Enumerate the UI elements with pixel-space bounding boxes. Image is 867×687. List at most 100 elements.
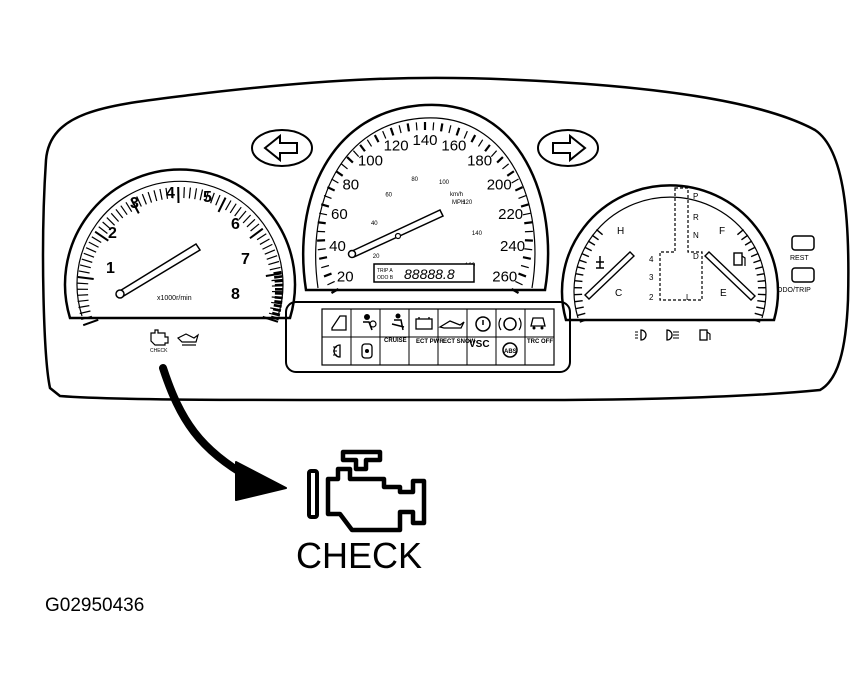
speedo-tick — [406, 123, 411, 132]
speedo-tick — [470, 134, 477, 143]
tachometer: 1 2 3 4 5 6 7 8 x1000r/min CHECK — [63, 168, 297, 354]
tach-tick — [78, 305, 90, 309]
tach-label-7: 7 — [241, 251, 250, 268]
lamp-ect-pwr: ECT PWR — [416, 339, 444, 345]
speedo-tick — [352, 150, 360, 158]
speedo-tick — [511, 178, 519, 184]
speedo-tick — [463, 130, 468, 139]
gear-3: 3 — [649, 273, 654, 282]
abs-lamp-icon: ABS — [502, 342, 518, 358]
tach-tick — [130, 198, 140, 214]
oil-lamp-icon — [438, 320, 465, 329]
tach-tick — [264, 249, 276, 255]
speedo-tick — [455, 127, 461, 136]
odo-trip-button[interactable]: ODO/TRIP — [777, 267, 815, 294]
speedo-tick — [319, 212, 328, 216]
tach-label-6: 6 — [231, 216, 240, 233]
tachometer-ticks — [76, 186, 283, 327]
odometer-display: TRIP A ODO B 88888.8 — [373, 263, 475, 283]
speedo-kmh-label: 40 — [329, 238, 346, 255]
lamp-ect-snow: ECT SNOW — [443, 339, 476, 345]
right-gauge-tick — [756, 272, 765, 276]
tach-tick — [120, 205, 128, 216]
speedo-kmh-label: 20 — [337, 269, 354, 286]
tach-tick — [115, 208, 124, 219]
tach-label-3: 3 — [130, 195, 139, 212]
low-fuel-icon — [699, 329, 711, 341]
fuel-pump-icon — [733, 252, 746, 266]
tach-label-5: 5 — [203, 189, 212, 206]
battery-lamp-icon — [415, 317, 433, 330]
tach-label-4: 4 — [166, 185, 175, 202]
tach-tick — [194, 188, 198, 200]
speedo-kmh-label: 120 — [384, 137, 409, 154]
right-gauge-tick — [577, 312, 586, 317]
right-gauge-tick — [741, 234, 749, 241]
speedo-tick — [346, 156, 354, 164]
tach-needle — [116, 242, 202, 298]
odo-trip-b-label: ODO B — [377, 275, 394, 281]
speedo-kmh-label: 220 — [498, 206, 523, 223]
brake-lamp-icon — [498, 317, 522, 331]
lamp-trc-off-label: TRC OFF — [527, 339, 553, 345]
speedo-kmh-label: 100 — [358, 153, 383, 170]
speedo-kmh-label: 260 — [492, 269, 517, 286]
odo-trip-button-label: ODO/TRIP — [777, 287, 811, 294]
reset-button[interactable]: REST — [790, 235, 815, 262]
speedo-kmh-label: 140 — [412, 132, 437, 149]
tach-tick — [78, 270, 90, 274]
speedo-mph-label: 140 — [472, 231, 483, 237]
tach-tick — [79, 310, 91, 315]
tach-tick — [141, 193, 147, 205]
speedo-tick — [317, 221, 326, 225]
speedo-tick — [366, 139, 373, 147]
tach-tick — [77, 299, 89, 303]
gear-n: N — [693, 231, 699, 240]
right-gauge-tick — [757, 299, 766, 303]
speedo-tick — [518, 272, 527, 278]
check-engine-lamp-icon: CHECK — [150, 329, 169, 354]
speedo-tick — [522, 212, 531, 216]
check-engine-icon-enlarged: CHECK — [296, 449, 427, 576]
lamp-ect-snow-label: ECT SNOW — [443, 339, 476, 345]
tach-tick — [77, 282, 89, 285]
speedo-kmh-label: 200 — [487, 176, 512, 193]
speedo-tick — [520, 264, 529, 269]
right-gauge-tick — [587, 240, 596, 246]
tach-tick — [215, 194, 221, 206]
tach-tick — [83, 252, 95, 258]
speedo-tick — [490, 150, 498, 158]
speedo-tick — [340, 163, 348, 170]
gear-4: 4 — [649, 255, 654, 264]
right-gauge-tick — [756, 306, 765, 310]
right-turn-indicator-icon — [537, 129, 599, 167]
speedo-kmh-label: 240 — [500, 238, 525, 255]
speedo-tick — [318, 256, 328, 260]
speedo-mph-label: 40 — [371, 221, 378, 227]
speedo-tick — [320, 203, 330, 208]
cluster-housing — [41, 76, 850, 402]
oil-pressure-lamp-icon — [176, 333, 200, 346]
right-gauge-tick — [578, 259, 587, 264]
tach-tick — [210, 192, 215, 204]
tach-tick — [159, 188, 163, 200]
tach-tick — [188, 187, 192, 199]
tach-tick — [271, 301, 283, 305]
speedo-tick — [477, 139, 484, 147]
speedo-tick — [515, 280, 523, 286]
tach-tick — [249, 227, 264, 240]
tach-tick — [153, 190, 158, 202]
right-gauge-tick — [736, 229, 744, 236]
tach-tick — [266, 255, 278, 260]
tach-tick — [250, 223, 260, 232]
tach-tick — [242, 214, 252, 224]
speedo-tick — [524, 221, 533, 225]
speedo-tick — [502, 163, 510, 170]
lamp-vsc: VSC — [469, 339, 490, 350]
tach-unit: x1000r/min — [157, 295, 192, 302]
left-turn-indicator-icon — [251, 129, 313, 167]
tach-label-2: 2 — [108, 225, 117, 242]
speedo-tick — [415, 122, 418, 131]
security-lamp-icon — [361, 343, 373, 359]
